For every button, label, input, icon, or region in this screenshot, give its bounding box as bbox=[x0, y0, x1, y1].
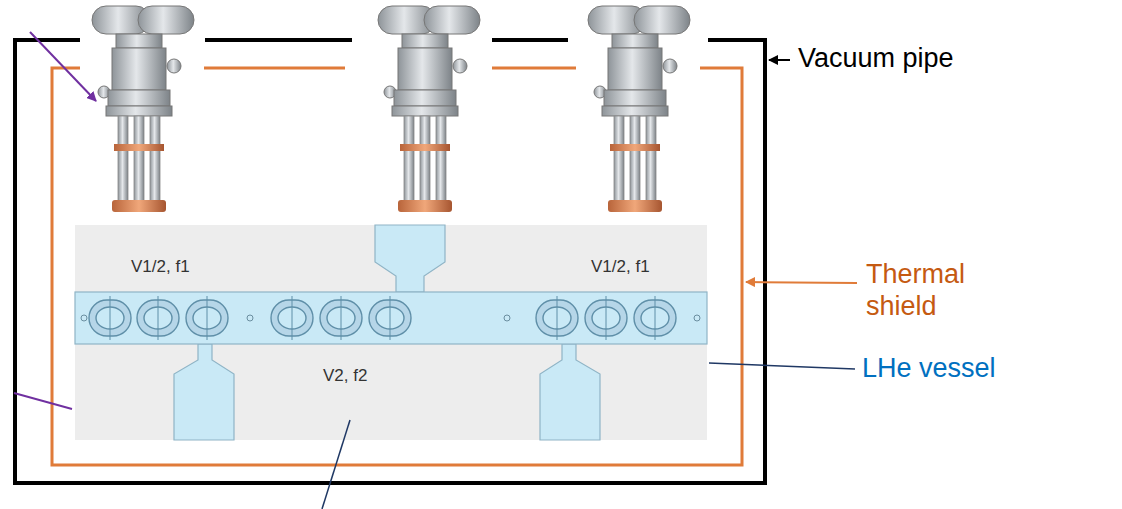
part-label: Thermal shield bbox=[866, 258, 1036, 323]
part-label: Vacuum pipe bbox=[798, 42, 954, 74]
cavity-label: V1/2, f1 bbox=[591, 257, 650, 277]
leader-line bbox=[14, 393, 72, 409]
leader-line bbox=[30, 32, 96, 101]
power-coupler bbox=[576, 0, 700, 218]
cavity-label: V2, f2 bbox=[323, 366, 367, 386]
leader-line bbox=[746, 282, 857, 283]
power-coupler bbox=[366, 0, 490, 218]
leader-line bbox=[769, 59, 790, 61]
leader-line bbox=[709, 363, 855, 369]
cavity-label: V1/2, f1 bbox=[131, 257, 190, 277]
power-coupler bbox=[80, 0, 204, 218]
leader-line bbox=[322, 420, 350, 509]
part-label: LHe vessel bbox=[862, 352, 996, 384]
cavity-string bbox=[75, 225, 707, 440]
